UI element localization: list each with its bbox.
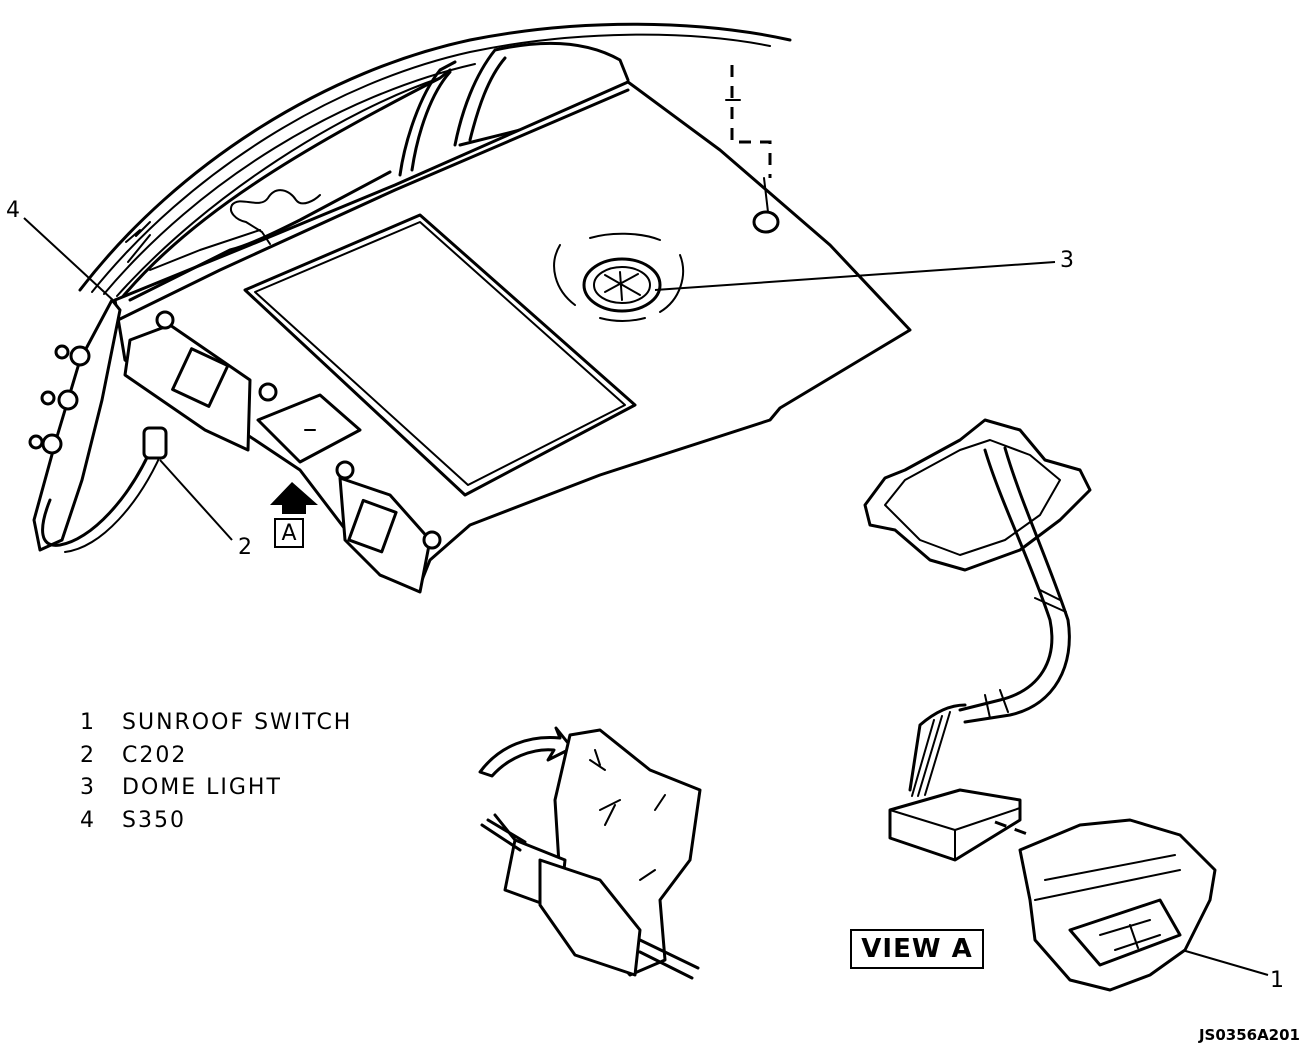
visor-clip bbox=[256, 393, 362, 464]
callout-2: 2 bbox=[238, 535, 252, 560]
legend-label: DOME LIGHT bbox=[122, 775, 282, 800]
legend-label: SUNROOF SWITCH bbox=[122, 710, 353, 735]
sunroof-switch bbox=[1018, 818, 1217, 992]
legend: 1 SUNROOF SWITCH 2 C202 3 DOME LIGHT 4 S… bbox=[80, 710, 352, 840]
inset-disconnect bbox=[478, 726, 702, 980]
leader-2 bbox=[159, 459, 233, 541]
legend-number: 3 bbox=[80, 775, 96, 800]
roof-outline bbox=[78, 22, 792, 302]
c202-connector bbox=[142, 426, 168, 460]
legend-label: S350 bbox=[122, 807, 186, 833]
sunroof-opening bbox=[243, 213, 637, 497]
view-a-arrow-letter: A bbox=[274, 518, 304, 548]
leader-3 bbox=[654, 261, 1056, 291]
view-a-label: VIEW A bbox=[850, 929, 984, 969]
callout-1: 1 bbox=[1270, 968, 1284, 993]
dome-light bbox=[553, 232, 685, 322]
legend-item: 3 DOME LIGHT bbox=[80, 775, 352, 808]
legend-number: 1 bbox=[80, 710, 96, 735]
legend-label: C202 bbox=[122, 742, 188, 768]
figure-code: JS0356A201 bbox=[1198, 1026, 1300, 1044]
legend-number: 2 bbox=[80, 742, 96, 768]
view-a-assembly bbox=[863, 418, 1217, 992]
legend-item: 1 SUNROOF SWITCH bbox=[80, 710, 352, 743]
trim-bolts bbox=[28, 344, 91, 455]
legend-item: 4 S350 bbox=[80, 808, 352, 841]
c202-harness bbox=[41, 438, 157, 547]
callout-3: 3 bbox=[1060, 248, 1074, 273]
legend-number: 4 bbox=[80, 807, 96, 833]
callout-4: 4 bbox=[6, 198, 20, 223]
leader-4 bbox=[23, 217, 116, 303]
legend-item: 2 C202 bbox=[80, 743, 352, 776]
